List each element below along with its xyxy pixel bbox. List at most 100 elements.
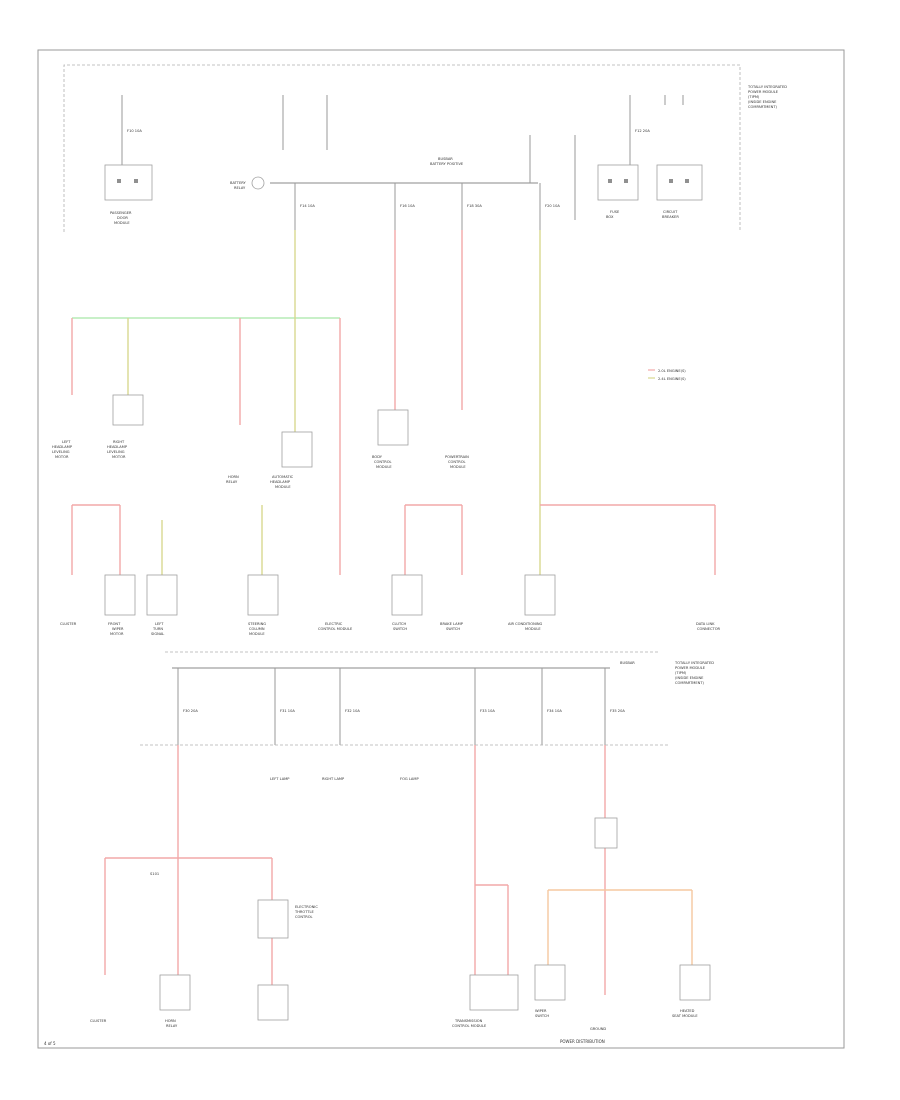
svg-text:PASSENGER: PASSENGER — [110, 211, 132, 215]
top-component-4 — [656, 164, 703, 201]
svg-text:RELAY: RELAY — [226, 480, 238, 484]
svg-text:SWITCH: SWITCH — [393, 627, 407, 631]
mid-module-5 — [377, 409, 409, 446]
bottom-module-tcm — [469, 974, 519, 1011]
bottom-module-heated — [679, 964, 711, 1001]
svg-text:BREAKER: BREAKER — [662, 215, 679, 219]
bottom-module-wiper — [534, 964, 566, 1001]
top-component-3 — [597, 164, 639, 201]
svg-text:WIPER: WIPER — [112, 627, 124, 631]
footer-page: 4 of 5 — [44, 1041, 56, 1046]
svg-text:MOTOR: MOTOR — [55, 455, 69, 459]
diagram-border — [37, 49, 845, 1049]
svg-text:MODULE: MODULE — [249, 632, 265, 636]
bottom-module-etc — [257, 899, 289, 939]
svg-text:LEFT: LEFT — [62, 440, 71, 444]
lower-module-ac — [524, 574, 556, 616]
svg-text:CONTROL: CONTROL — [295, 915, 313, 919]
svg-text:COLUMN: COLUMN — [249, 627, 265, 631]
svg-text:HORN: HORN — [228, 475, 239, 479]
svg-text:HEADLAMP: HEADLAMP — [270, 480, 291, 484]
svg-text:(INSIDE ENGINE: (INSIDE ENGINE — [675, 676, 704, 680]
svg-text:CONTROL MODULE: CONTROL MODULE — [452, 1024, 487, 1028]
svg-text:MODULE: MODULE — [376, 465, 392, 469]
svg-text:WIPER: WIPER — [535, 1009, 547, 1013]
svg-text:BATTERY: BATTERY — [230, 181, 247, 185]
svg-text:HEADLAMP: HEADLAMP — [52, 445, 73, 449]
svg-text:MOTOR: MOTOR — [110, 632, 124, 636]
tipm-enclosure-top — [63, 64, 741, 232]
svg-text:DOOR: DOOR — [117, 216, 128, 220]
svg-text:F30 20A: F30 20A — [183, 709, 198, 713]
tipm-note-bottom: TOTALLY INTEGRATED POWER MODULE (TIPM) (… — [674, 661, 714, 685]
svg-text:CONNECTOR: CONNECTOR — [697, 627, 721, 631]
svg-text:AUTOMATIC: AUTOMATIC — [272, 475, 294, 479]
svg-text:MODULE: MODULE — [450, 465, 466, 469]
svg-text:HORN: HORN — [165, 1019, 176, 1023]
bottom-fuses: F30 20A F31 10A F32 10A F33 10A F34 10A … — [183, 709, 625, 713]
svg-text:DATA LINK: DATA LINK — [696, 622, 715, 626]
svg-text:FOG LAMP: FOG LAMP — [400, 777, 419, 781]
bottom-module-throttle — [257, 984, 289, 1021]
svg-text:AIR CONDITIONING: AIR CONDITIONING — [508, 622, 543, 626]
svg-text:BUSBAR: BUSBAR — [438, 157, 453, 161]
svg-text:HEADLAMP: HEADLAMP — [107, 445, 128, 449]
svg-text:F20 10A: F20 10A — [545, 204, 560, 208]
svg-text:POWER MODULE: POWER MODULE — [748, 90, 779, 94]
svg-text:FUSE: FUSE — [610, 210, 620, 214]
svg-text:TOTALLY INTEGRATED: TOTALLY INTEGRATED — [747, 85, 787, 89]
svg-text:CLUSTER: CLUSTER — [60, 622, 77, 626]
svg-text:TOTALLY INTEGRATED: TOTALLY INTEGRATED — [674, 661, 714, 665]
lower-module-front-wiper — [104, 574, 136, 616]
svg-text:F32 10A: F32 10A — [345, 709, 360, 713]
svg-text:MODULE: MODULE — [275, 485, 291, 489]
svg-text:2.4L ENGINE(S): 2.4L ENGINE(S) — [658, 377, 686, 381]
lower-module-steering — [247, 574, 279, 616]
svg-text:F16 10A: F16 10A — [400, 204, 415, 208]
legend: 2.0L ENGINE(S) 2.4L ENGINE(S) — [648, 369, 686, 381]
mid-module-2 — [112, 394, 144, 426]
svg-text:CIRCUIT: CIRCUIT — [663, 210, 678, 214]
svg-text:CONTROL: CONTROL — [448, 460, 466, 464]
svg-text:LEFT LAMP: LEFT LAMP — [270, 777, 290, 781]
svg-text:F18 30A: F18 30A — [467, 204, 482, 208]
top-component-labels: PASSENGER DOOR MODULE BATTERY RELAY FUSE… — [110, 181, 679, 225]
svg-text:THROTTLE: THROTTLE — [294, 910, 315, 914]
svg-text:POWER MODULE: POWER MODULE — [675, 666, 706, 670]
svg-text:CONTROL MODULE: CONTROL MODULE — [318, 627, 353, 631]
svg-text:F31 10A: F31 10A — [280, 709, 295, 713]
svg-text:2.0L ENGINE(S): 2.0L ENGINE(S) — [658, 369, 686, 373]
svg-text:RIGHT LAMP: RIGHT LAMP — [322, 777, 345, 781]
svg-text:SWITCH: SWITCH — [446, 627, 460, 631]
lower-module-labels: CLUSTER FRONT WIPER MOTOR LEFT TURN SIGN… — [60, 622, 721, 636]
off-labels: LEFT LAMP RIGHT LAMP FOG LAMP — [270, 777, 419, 781]
svg-text:ELECTRONIC: ELECTRONIC — [295, 905, 318, 909]
top-feed-lines — [121, 95, 684, 220]
svg-text:(TIPM): (TIPM) — [748, 95, 760, 99]
svg-text:COMPARTMENT): COMPARTMENT) — [748, 105, 778, 109]
lower-module-clutch — [391, 574, 423, 616]
svg-text:CLUTCH: CLUTCH — [392, 622, 406, 626]
svg-text:F33 10A: F33 10A — [480, 709, 495, 713]
svg-text:BOX: BOX — [606, 215, 614, 219]
svg-text:SWITCH: SWITCH — [535, 1014, 549, 1018]
bottom-busbar-label: BUSBAR — [620, 661, 635, 665]
svg-text:TRANSMISSION: TRANSMISSION — [454, 1019, 483, 1023]
svg-text:RELAY: RELAY — [166, 1024, 178, 1028]
footer-title: POWER DISTRIBUTION — [560, 1039, 605, 1044]
svg-text:RELAY: RELAY — [234, 186, 246, 190]
svg-text:POWERTRAIN: POWERTRAIN — [445, 455, 469, 459]
top-busbar-label: BUSBAR BATTERY POSITIVE — [430, 157, 464, 166]
svg-text:BATTERY POSITIVE: BATTERY POSITIVE — [430, 162, 464, 166]
svg-text:SIGNAL: SIGNAL — [151, 632, 164, 636]
svg-text:LEVELING: LEVELING — [52, 450, 70, 454]
svg-text:FRONT: FRONT — [108, 622, 121, 626]
svg-text:F10 10A: F10 10A — [127, 129, 142, 133]
splice-label: S101 — [150, 872, 159, 876]
bottom-module-horn — [159, 974, 191, 1011]
svg-text:HEATED: HEATED — [680, 1009, 695, 1013]
svg-text:CLUSTER: CLUSTER — [90, 1019, 107, 1023]
svg-text:(INSIDE ENGINE: (INSIDE ENGINE — [748, 100, 777, 104]
svg-text:F14 10A: F14 10A — [300, 204, 315, 208]
